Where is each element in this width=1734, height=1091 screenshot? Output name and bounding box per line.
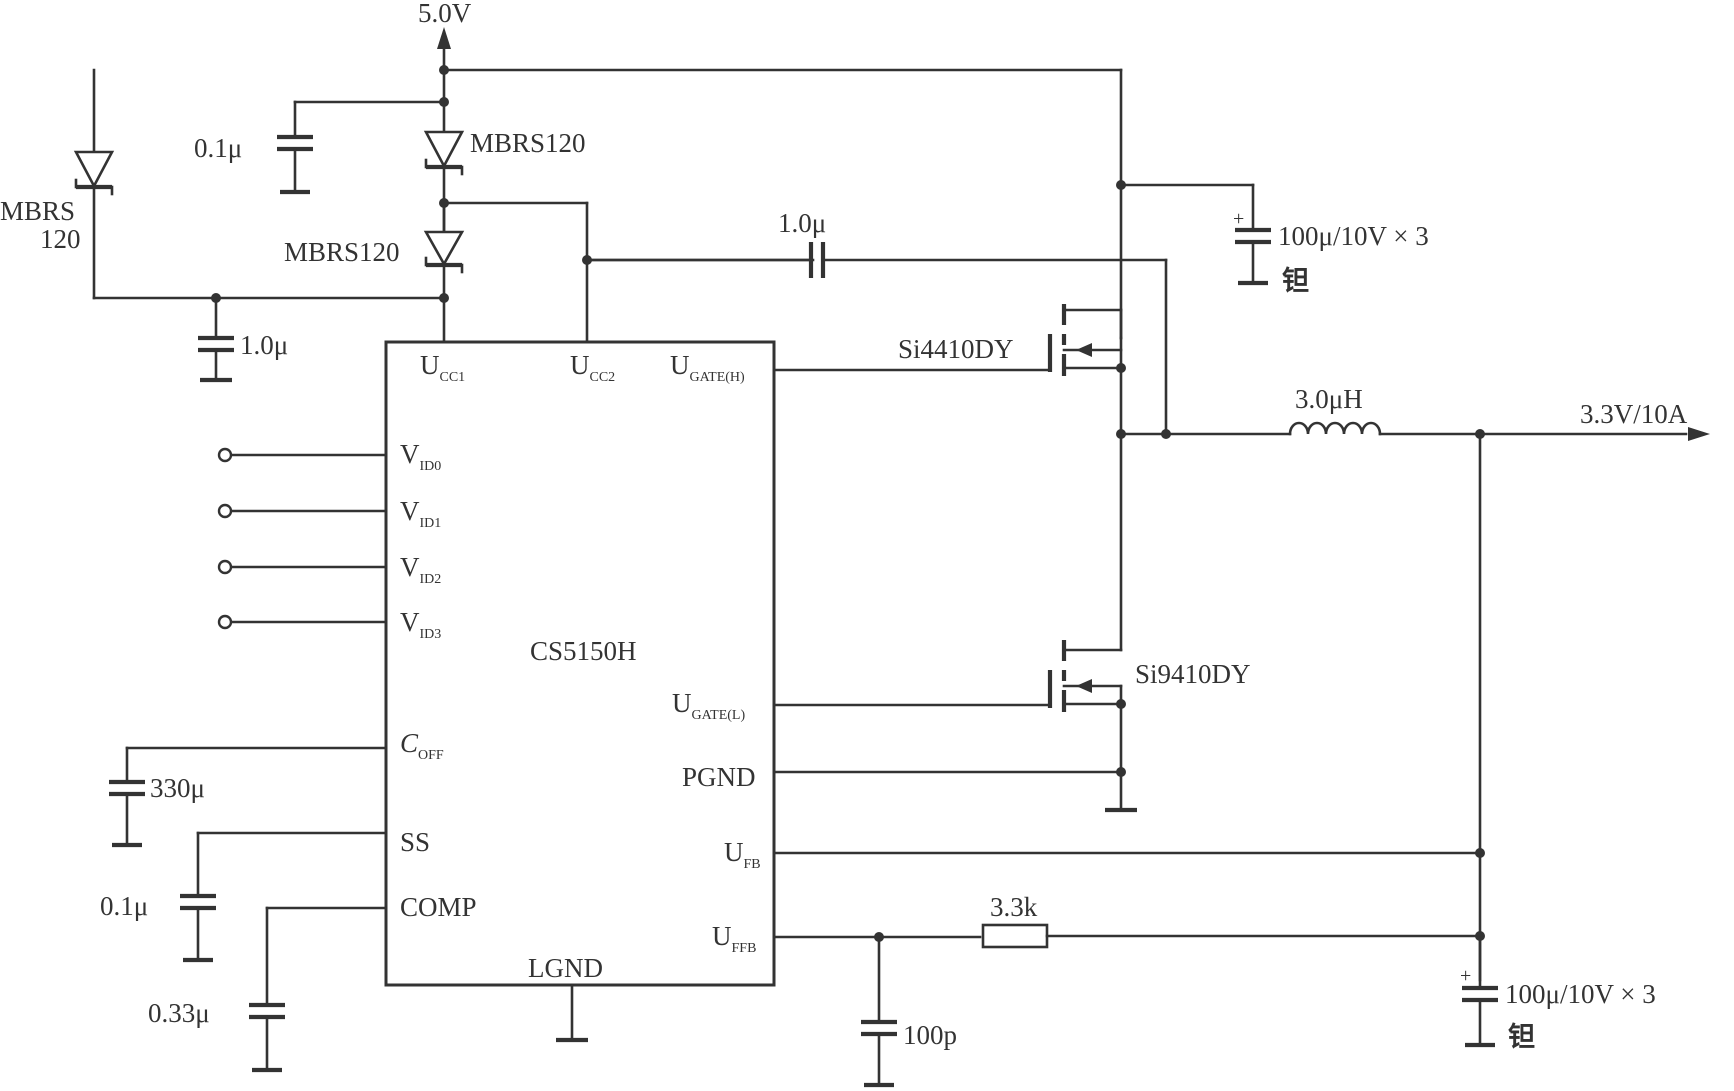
inductor	[1288, 421, 1710, 441]
cap-comp	[249, 906, 388, 1073]
diode-mid-label: MBRS120	[284, 237, 400, 267]
cap-pump	[585, 242, 1168, 436]
supply-rail	[92, 27, 1123, 340]
pin-lgnd: LGND	[528, 953, 603, 983]
pin-uffb: UFFB	[712, 921, 756, 956]
vid-inputs	[217, 447, 388, 630]
cap-out-type: 钽	[1508, 1022, 1535, 1053]
output-rail	[772, 432, 1482, 982]
ic-name: CS5150H	[530, 636, 637, 666]
cap-ss	[180, 831, 388, 963]
vid3-terminal-icon[interactable]	[217, 614, 233, 630]
cap-ffb	[861, 935, 897, 1088]
pin-coff: COFF	[400, 728, 444, 763]
pin-ucc2: UCC2	[570, 350, 615, 385]
supply-voltage-label: 5.0V	[418, 0, 472, 28]
pin-ucc1: UCC1	[420, 350, 465, 385]
cap-coff	[109, 746, 388, 848]
pin-vid1: VID1	[400, 496, 441, 531]
cap-out	[1462, 935, 1498, 1048]
pin-ugate-l: UGATE(L)	[672, 688, 745, 723]
ic-body	[384, 340, 776, 987]
cap-in-plus: +	[1233, 208, 1244, 230]
mosfet-high-label: Si4410DY	[898, 334, 1014, 364]
lgnd-ground	[556, 983, 588, 1043]
cap-ss-label: 0.1μ	[100, 891, 148, 921]
mosfet-high-arrow-icon	[1076, 343, 1092, 357]
diode-left	[73, 150, 115, 196]
cap-top-label: 0.1μ	[194, 133, 242, 163]
diode-top-label: MBRS120	[470, 128, 586, 158]
mosfet-low-label: Si9410DY	[1135, 659, 1251, 689]
mosfet-high	[772, 304, 1123, 436]
cap-out-label: 100μ/10V × 3	[1505, 979, 1656, 1009]
diode-mid-icon	[423, 230, 465, 267]
cap-in-label: 100μ/10V × 3	[1278, 221, 1429, 251]
pin-vid0: VID0	[400, 439, 441, 474]
diode-top-icon	[423, 130, 465, 169]
output-label: 3.3V/10A	[1580, 399, 1688, 429]
ucc2-branch	[442, 201, 815, 344]
cap-comp-label: 0.33μ	[148, 998, 210, 1028]
diode-mid	[423, 201, 465, 344]
junction-dots	[211, 65, 1485, 942]
vid0-terminal-icon[interactable]	[217, 447, 233, 463]
cap-top	[277, 100, 446, 195]
diode-left-icon	[73, 150, 115, 189]
pin-ugate-h: UGATE(H)	[670, 350, 745, 385]
cap-coff-label: 330μ	[150, 773, 205, 803]
cap-pump-label: 1.0μ	[778, 208, 826, 238]
switch-node	[1119, 432, 1292, 652]
pin-pgnd: PGND	[682, 762, 756, 792]
resistor-ffb-body-icon	[981, 923, 1049, 949]
diode-left-label-2: 120	[40, 224, 81, 254]
pin-vid2: VID2	[400, 552, 441, 587]
resistor-ffb-label: 3.3k	[990, 892, 1038, 922]
vid1-terminal-icon[interactable]	[217, 503, 233, 519]
output-arrow-icon	[1688, 427, 1710, 441]
mosfet-low	[772, 640, 1137, 813]
diode-left-label-1: MBRS	[0, 196, 75, 226]
pin-ss: SS	[400, 827, 430, 857]
inductor-coil-icon	[1288, 421, 1382, 436]
cap-out-plus: +	[1460, 965, 1471, 987]
cap-ffb-label: 100p	[903, 1020, 957, 1050]
pin-vid3: VID3	[400, 607, 441, 642]
cap-left-bottom	[198, 296, 234, 383]
mosfet-low-arrow-icon	[1076, 679, 1092, 693]
resistor-ffb	[981, 923, 1482, 949]
cap-in	[1119, 183, 1271, 286]
cap-left-bottom-label: 1.0μ	[240, 330, 288, 360]
supply-arrow-icon	[437, 27, 451, 49]
inductor-label: 3.0μH	[1295, 384, 1363, 414]
vid2-terminal-icon[interactable]	[217, 559, 233, 575]
pin-comp: COMP	[400, 892, 477, 922]
pin-ufb: UFB	[724, 837, 761, 872]
cap-in-type: 钽	[1282, 266, 1309, 297]
